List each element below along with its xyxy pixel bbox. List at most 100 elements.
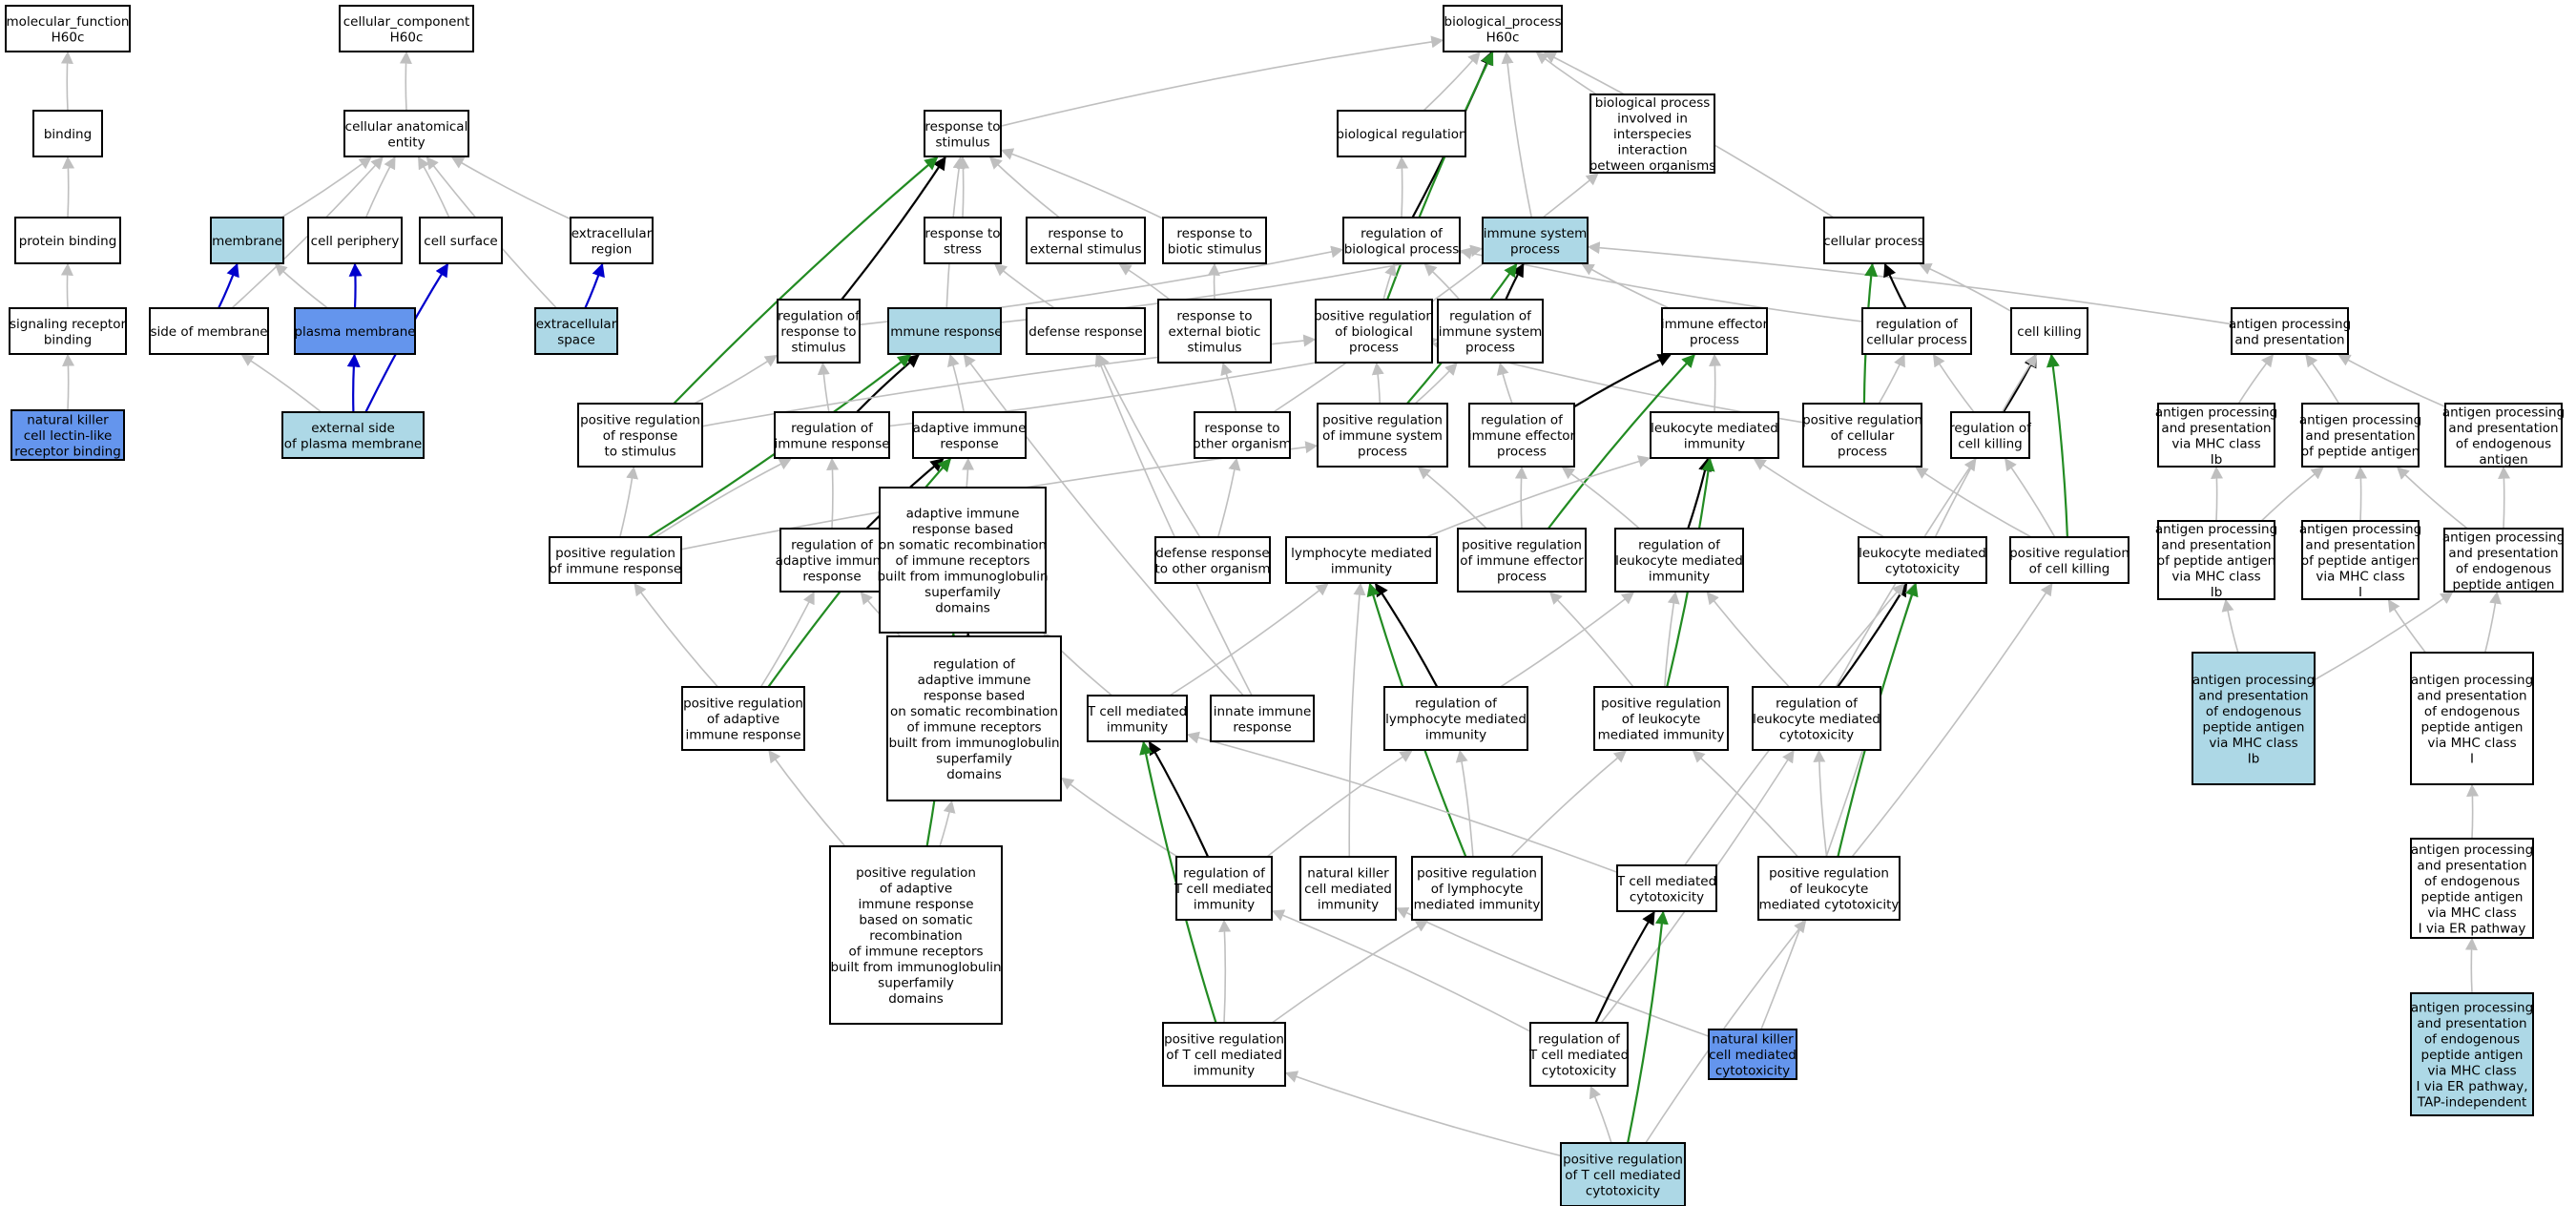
node-protbind[interactable]: protein binding — [14, 217, 121, 264]
node-cellsurf[interactable]: cell surface — [419, 217, 503, 264]
node-immresp[interactable]: immune response — [886, 307, 1003, 355]
edge-line — [1581, 263, 1670, 309]
edge-line — [1510, 750, 1628, 858]
node-label-line: Ib — [2248, 751, 2260, 766]
edge-line — [856, 354, 920, 413]
node-label-line: regulation of — [1876, 317, 1959, 332]
node-plasmamem[interactable]: plasma membrane — [294, 307, 416, 355]
node-binding[interactable]: binding — [32, 110, 103, 157]
node-defresp[interactable]: defense response — [1026, 307, 1146, 355]
node-cellkill[interactable]: cell killing — [2010, 307, 2088, 355]
node-box — [2301, 520, 2420, 600]
node-label-line: adaptive immune — [906, 507, 1020, 522]
node-label-line: domains — [888, 991, 944, 1007]
node-box — [1823, 217, 1924, 264]
edge-posregrespstim-to-regrespstim — [694, 354, 779, 405]
node-label-line: process — [1465, 341, 1515, 356]
edge-line — [1423, 52, 1481, 112]
node-membrane[interactable]: membrane — [210, 217, 284, 264]
node-label-line: of endogenous — [2456, 436, 2551, 451]
node-bioreg[interactable]: biological regulation — [1336, 110, 1467, 157]
node-label-line: side of membrane — [150, 324, 267, 340]
node-label-line: T cell mediated — [1528, 1048, 1629, 1063]
node-cellproc[interactable]: cellular process — [1823, 217, 1924, 264]
node-label-line: and presentation — [2417, 688, 2526, 703]
node-sidemem[interactable]: side of membrane — [149, 307, 269, 355]
node-label-line: of endogenous — [2424, 1032, 2520, 1048]
node-cellper[interactable]: cell periphery — [307, 217, 403, 264]
edge-regtcellmed-to-reglymphmed — [1266, 750, 1413, 858]
edge-defrespother-to-resporg — [1216, 457, 1241, 538]
